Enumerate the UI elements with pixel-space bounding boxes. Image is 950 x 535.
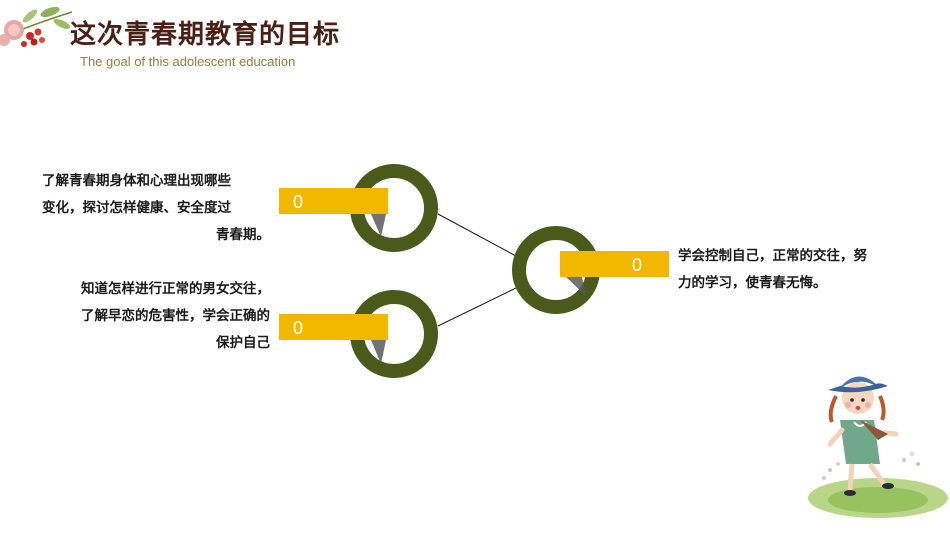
page-title: 这次青春期教育的目标 <box>70 20 341 50</box>
goal-text-line: 了解早恋的危害性，学会正确的 <box>81 308 270 324</box>
flower-branch-icon <box>0 6 73 47</box>
girl-illustration-icon <box>808 376 948 518</box>
goal-text-line: 知道怎样进行正常的男女交往， <box>81 281 270 297</box>
goal-node-3: 0 <box>512 226 669 314</box>
goal-text-line: 学会控制自己，正常的交往，努 <box>678 248 867 264</box>
goal-text-3: 学会控制自己，正常的交往，努 力的学习，使青春无悔。 <box>678 243 918 297</box>
goal-number-3: 0 <box>632 255 642 275</box>
goal-text-line: 了解青春期身体和心理出现哪些 <box>42 173 231 189</box>
page-subtitle: The goal of this adolescent education <box>80 54 296 69</box>
goal-tab-1 <box>279 188 388 214</box>
goal-text-line: 保护自己 <box>216 335 270 351</box>
goal-text-1: 了解青春期身体和心理出现哪些 变化，探讨怎样健康、安全度过 青春期。 <box>42 168 270 249</box>
goal-text-2: 知道怎样进行正常的男女交往， 了解早恋的危害性，学会正确的 保护自己 <box>42 276 270 357</box>
goal-node-2: 0 <box>279 290 438 378</box>
goal-number-1: 0 <box>293 192 303 212</box>
goal-node-1: 0 <box>279 164 438 252</box>
connector-line-1 <box>437 213 517 257</box>
goal-text-line: 变化，探讨怎样健康、安全度过 <box>42 200 231 216</box>
goal-text-line: 青春期。 <box>216 227 270 243</box>
goal-number-2: 0 <box>293 318 303 338</box>
goal-ring-shadow-3 <box>566 277 586 296</box>
goal-tab-2 <box>279 314 388 340</box>
connector-line-2 <box>437 287 517 327</box>
goal-tab-3 <box>560 251 669 277</box>
goal-ring-shadow-2 <box>371 340 386 364</box>
goal-ring-shadow-1 <box>371 214 386 237</box>
goal-text-line: 力的学习，使青春无悔。 <box>678 275 827 291</box>
